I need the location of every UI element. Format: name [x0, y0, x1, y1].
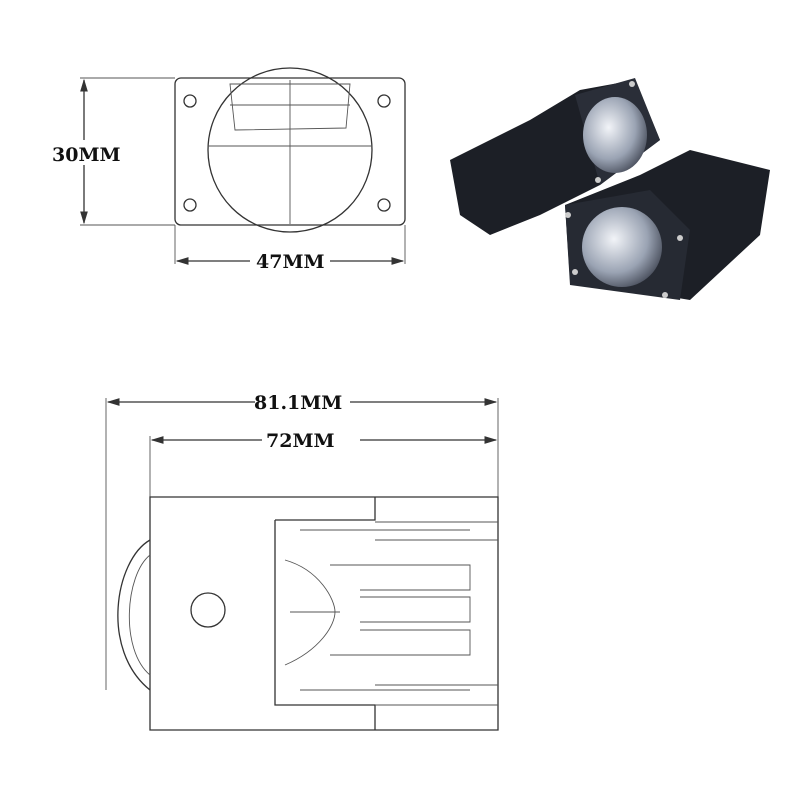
lens-shield [229, 83, 351, 131]
width-dimension-label: 47MM [256, 251, 325, 273]
mount-hole-icon [183, 94, 197, 108]
front-view [80, 67, 406, 265]
body-length-label: 72MM [266, 430, 335, 452]
adjust-hole-icon [190, 592, 226, 628]
lens-bulge [117, 539, 151, 691]
mount-hole-icon [183, 198, 197, 212]
side-view [105, 398, 499, 731]
overall-length-label: 81.1MM [254, 392, 342, 414]
mount-hole-icon [377, 94, 391, 108]
lens-circle [207, 67, 373, 233]
heatsink-fins [300, 521, 498, 706]
mount-hole-icon [377, 198, 391, 212]
front-plate-outline [174, 77, 406, 226]
module-body-outline [149, 496, 499, 731]
height-dimension-label: 30MM [52, 144, 121, 166]
product-photo [450, 78, 770, 300]
